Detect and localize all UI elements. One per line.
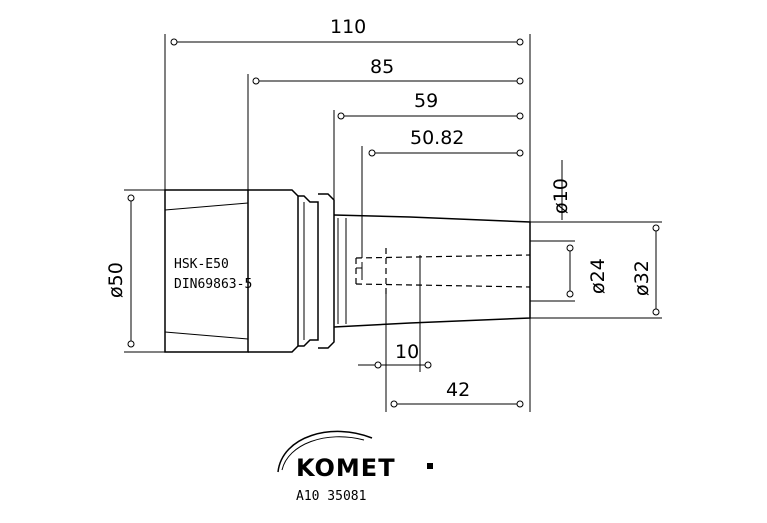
bore-hidden-lines: [355, 248, 531, 294]
dim-42-label: 42: [446, 379, 470, 401]
dim-59-label: 59: [414, 90, 438, 112]
spec-line-2: DIN69863-5: [174, 277, 252, 292]
dim-50-82-label: 50.82: [410, 127, 464, 149]
dim-85-label: 85: [370, 56, 394, 78]
logo-text: KOMET: [296, 454, 396, 482]
dim-dia-32-label: ø32: [631, 260, 653, 296]
dim-dia-10-label: ø10: [550, 178, 572, 214]
dimension-lines: [124, 34, 662, 412]
komet-logo: KOMET: [277, 430, 433, 482]
dim-dia-50-label: ø50: [105, 262, 127, 298]
dim-10-label: 10: [395, 341, 419, 363]
article-number: A10 35081: [296, 489, 366, 504]
dim-dia-24-label: ø24: [587, 258, 609, 294]
dim-110-label: 110: [330, 16, 366, 38]
spec-line-1: HSK-E50: [174, 257, 229, 272]
